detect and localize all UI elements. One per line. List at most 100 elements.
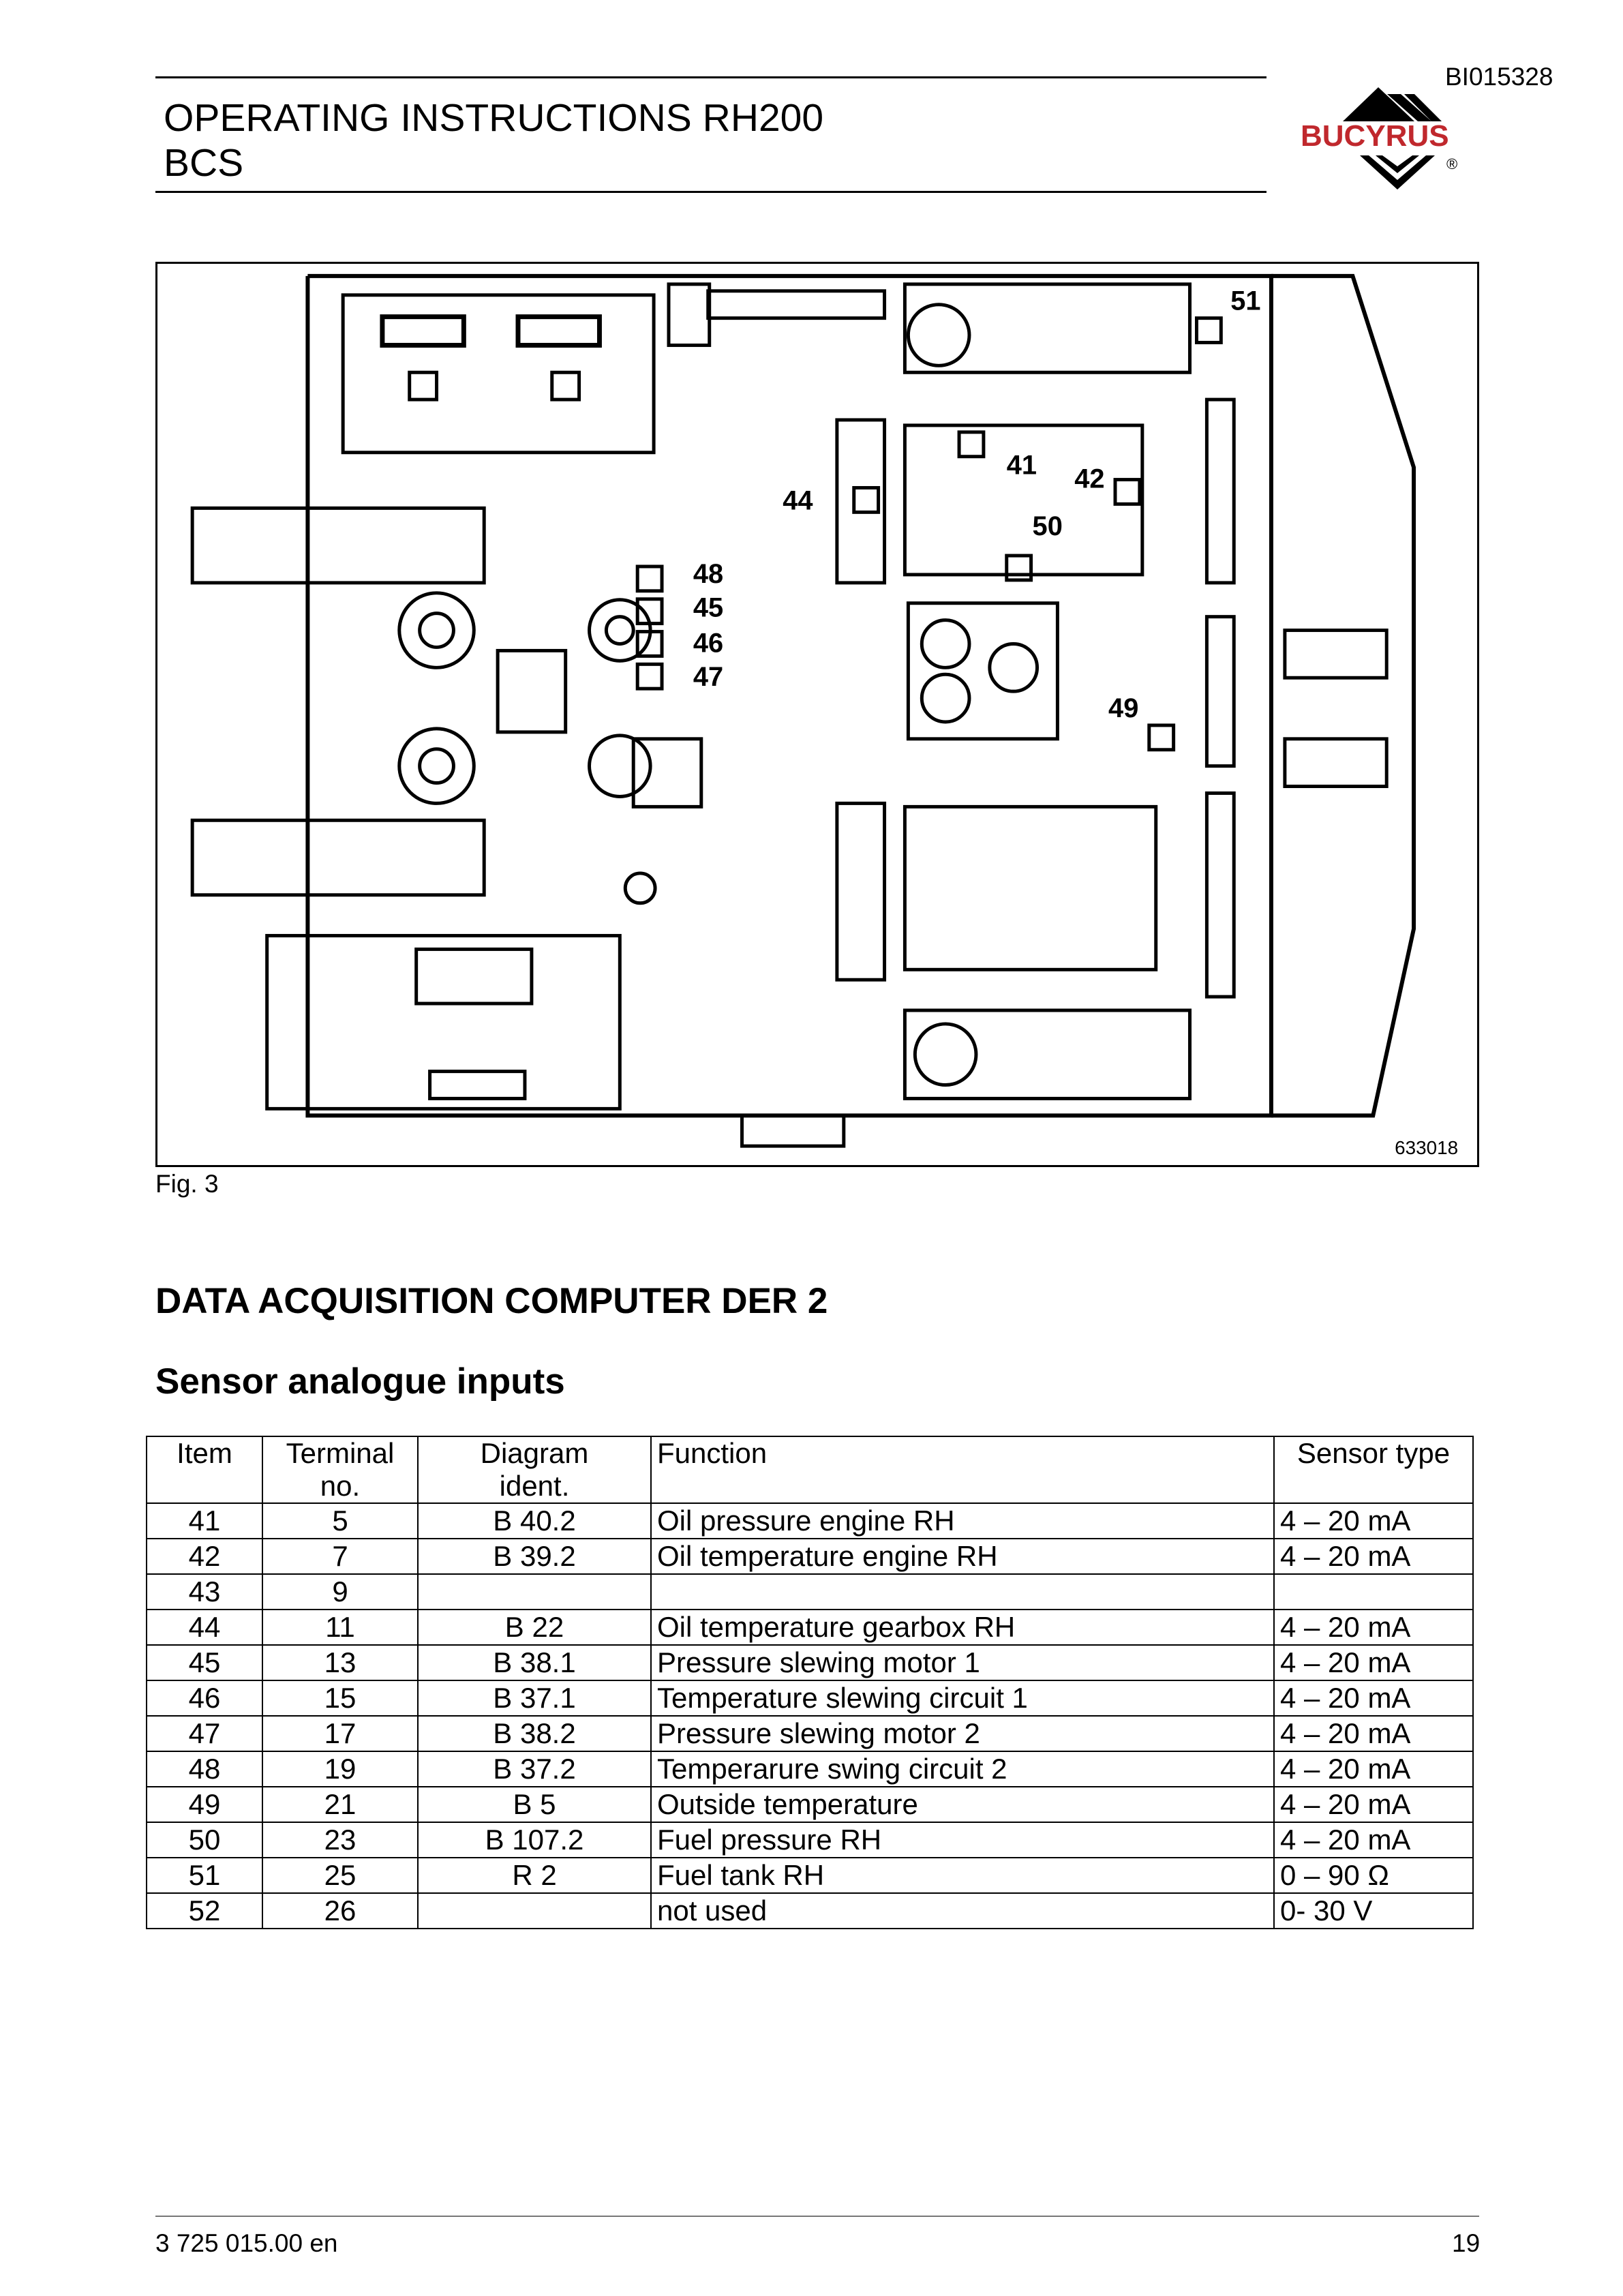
cell-sensor-type: 4 – 20 mA (1273, 1751, 1474, 1787)
sensor-42-box (1113, 478, 1142, 506)
cell-terminal: 26 (262, 1892, 419, 1929)
cell-item: 43 (146, 1573, 263, 1610)
relay-connector (835, 418, 887, 585)
cell-sensor-type: 4 – 20 mA (1273, 1680, 1474, 1717)
bottom-slot (428, 1070, 527, 1100)
cell-item: 47 (146, 1715, 263, 1752)
module-circle (920, 672, 971, 724)
callout-42: 42 (1074, 464, 1104, 494)
right-strip (1204, 615, 1236, 768)
header-diagram-line-2: ident. (499, 1470, 570, 1502)
display-connector (408, 370, 439, 402)
bottom-left-module (265, 934, 622, 1111)
sensor-44-box (852, 486, 881, 514)
top-bar (706, 289, 887, 320)
cell-terminal: 11 (262, 1609, 419, 1646)
header-function: Function (650, 1436, 1275, 1504)
cell-sensor-type: 4 – 20 mA (1273, 1715, 1474, 1752)
header-title: OPERATING INSTRUCTIONS RH200 BCS (164, 95, 823, 185)
cell-function: Oil temperature engine RH (650, 1538, 1275, 1575)
cell-terminal: 25 (262, 1857, 419, 1894)
relay-connector-lower (835, 801, 887, 982)
display-module (341, 293, 656, 455)
header-diagram: Diagram ident. (417, 1436, 652, 1504)
cell-sensor-type: 4 – 20 mA (1273, 1609, 1474, 1646)
sensor-inputs-table: Item Terminal no. Diagram ident. Functio… (146, 1436, 1474, 1929)
sensor-50-box (1005, 554, 1033, 582)
display-segment (515, 314, 602, 348)
logo-peak-stripe-icon (1404, 94, 1442, 121)
right-strip (1204, 791, 1236, 999)
cell-item: 50 (146, 1822, 263, 1858)
cell-sensor-type (1273, 1573, 1474, 1610)
callout-48: 48 (693, 559, 723, 589)
table-header-row: Item Terminal no. Diagram ident. Functio… (146, 1436, 1474, 1504)
subsection-title: Sensor analogue inputs (155, 1361, 565, 1402)
cell-terminal: 15 (262, 1680, 419, 1717)
cell-diagram: B 37.1 (417, 1680, 652, 1717)
cell-sensor-type: 4 – 20 mA (1273, 1786, 1474, 1823)
header-terminal: Terminal no. (262, 1436, 419, 1504)
relay-module-upper (902, 423, 1144, 577)
cell-sensor-type: 4 – 20 mA (1273, 1502, 1474, 1539)
cell-diagram (417, 1573, 652, 1610)
sensor-41-box (957, 430, 986, 459)
cell-diagram: B 39.2 (417, 1538, 652, 1575)
cell-diagram: B 40.2 (417, 1502, 652, 1539)
cell-diagram (417, 1892, 652, 1929)
cell-terminal: 21 (262, 1786, 419, 1823)
cell-terminal: 5 (262, 1502, 419, 1539)
cell-sensor-type: 4 – 20 mA (1273, 1822, 1474, 1858)
cell-item: 45 (146, 1644, 263, 1681)
cell-diagram: R 2 (417, 1857, 652, 1894)
cell-item: 49 (146, 1786, 263, 1823)
cell-function: Oil pressure engine RH (650, 1502, 1275, 1539)
cell-diagram: B 22 (417, 1609, 652, 1646)
side-connector (1283, 629, 1389, 680)
cell-item: 44 (146, 1609, 263, 1646)
cell-diagram: B 38.2 (417, 1715, 652, 1752)
module-circle (988, 641, 1040, 693)
board-outline (305, 273, 1416, 1118)
header-item: Item (146, 1436, 263, 1504)
section-title: DATA ACQUISITION COMPUTER DER 2 (155, 1281, 828, 1321)
cell-terminal: 13 (262, 1644, 419, 1681)
header-sensor-type: Sensor type (1273, 1436, 1474, 1504)
cell-terminal: 9 (262, 1573, 419, 1610)
cell-item: 52 (146, 1892, 263, 1929)
logo-text: BUCYRUS (1301, 119, 1449, 153)
header-diagram-line-1: Diagram (480, 1437, 589, 1469)
cell-terminal: 17 (262, 1715, 419, 1752)
cell-function: Oil temperature gearbox RH (650, 1609, 1275, 1646)
header-title-line-2: BCS (164, 141, 244, 185)
document-id: BI015328 (1445, 63, 1553, 91)
cell-function: Fuel tank RH (650, 1857, 1275, 1894)
cell-function: Pressure slewing motor 2 (650, 1715, 1275, 1752)
display-segment (380, 314, 466, 348)
cell-item: 48 (146, 1751, 263, 1787)
cell-function (650, 1573, 1275, 1610)
figure-caption: Fig. 3 (155, 1170, 219, 1198)
logo-peak-stripe-icon (1387, 94, 1431, 121)
cell-item: 42 (146, 1538, 263, 1575)
cell-diagram: B 38.1 (417, 1644, 652, 1681)
lower-component (631, 737, 703, 809)
round-connector (397, 591, 476, 669)
sensor-49-box (1147, 723, 1176, 752)
cell-terminal: 19 (262, 1751, 419, 1787)
callout-45: 45 (693, 593, 723, 623)
display-connector (550, 370, 581, 402)
logo-registered-mark: ® (1446, 155, 1457, 172)
callout-50: 50 (1033, 511, 1063, 541)
footer-page-number: 19 (1452, 2229, 1481, 2257)
round-connector (588, 734, 652, 798)
figure-image-code: 633018 (1395, 1137, 1458, 1158)
